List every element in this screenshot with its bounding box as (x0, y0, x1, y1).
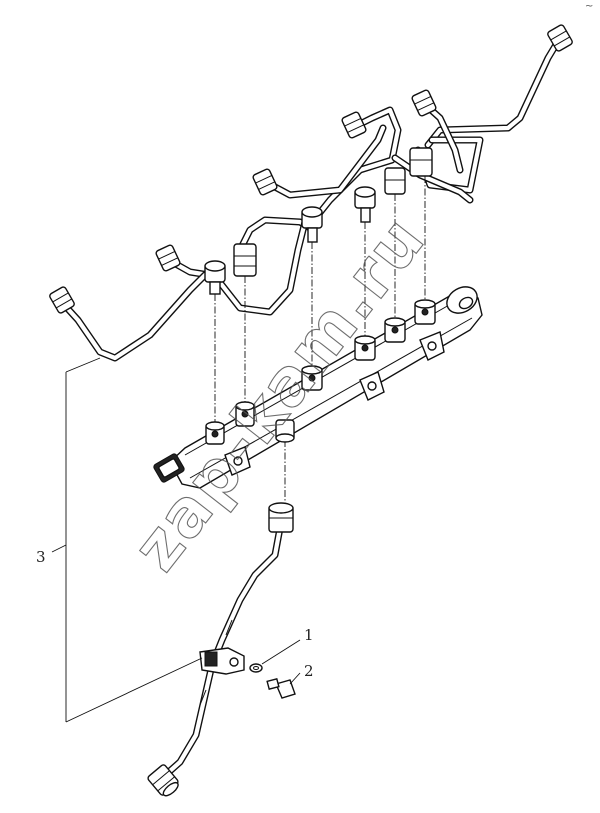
injector-pipe-left-long (54, 271, 209, 362)
rail-port-4 (354, 335, 376, 361)
washer-part-1 (249, 663, 263, 673)
pipe-nut-supply-bottom (147, 764, 179, 797)
rail-outlet-ports (205, 299, 436, 445)
callout-1: 1 (261, 626, 314, 665)
pipe-nut-upper-d (155, 244, 181, 272)
rail-port-5 (384, 317, 406, 343)
callout-1-label: 1 (304, 626, 314, 644)
callout-3-bracket: 3 (36, 357, 203, 723)
bolt-part-2 (266, 677, 296, 699)
rail-port-2 (235, 401, 255, 427)
pipe-nut-left (49, 286, 75, 314)
callout-2-label: 2 (304, 662, 314, 680)
callout-2: 2 (289, 662, 314, 685)
rail-port-6 (414, 299, 436, 325)
pipe-rail-nut-5 (384, 167, 406, 195)
pipe-rail-nut-3 (301, 206, 323, 243)
pipe-rail-nut-6 (409, 147, 433, 177)
pipe-nut-upper-b (341, 111, 367, 139)
rail-port-1 (205, 421, 225, 445)
callout-3-label: 3 (36, 548, 46, 566)
rail-port-3 (301, 365, 323, 391)
corner-mark: ~ (585, 1, 593, 12)
rail-inlet-port (275, 419, 295, 443)
pipe-nut-upper-a (411, 89, 437, 117)
pipe-nut-supply-top (268, 502, 294, 533)
assembly-centerlines (214, 176, 426, 505)
pipe-nut-upper-c (252, 168, 278, 196)
pipe-clamp-bracket (199, 647, 245, 675)
pipe-rail-nut-1 (204, 260, 226, 295)
pipe-nut-top-right (547, 24, 573, 52)
pipe-rail-nut-2 (233, 243, 257, 277)
pipe-rail-nut-4 (354, 186, 376, 223)
